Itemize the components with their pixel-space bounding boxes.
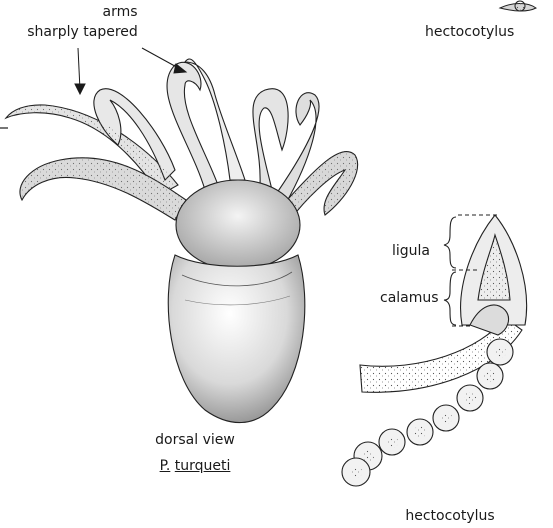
arms-label-line2: sharply tapered (0, 24, 165, 40)
ligula-label: ligula (392, 243, 430, 259)
calamus-label: calamus (380, 290, 439, 306)
arms-label-line1: arms (60, 4, 180, 20)
species-genus: P. (160, 458, 171, 474)
dorsal-view-label: dorsal view (140, 432, 250, 448)
octopus-arm-right-loop (253, 89, 288, 190)
octopus-dorsal-drawing (6, 59, 358, 423)
hectocotylus-detail-drawing (342, 215, 527, 486)
calamus-brace (444, 272, 456, 325)
octopus-head (176, 180, 300, 270)
hectocotylus-bottom-label: hectocotylus (390, 508, 510, 524)
hectocotylus-top-label: hectocotylus (425, 24, 514, 40)
ligula-brace (444, 217, 456, 268)
hectocotylus-top-drawing (500, 1, 536, 11)
octopus-mantle (168, 255, 305, 423)
species-name: turqueti (175, 458, 231, 474)
species-label: P. turqueti (140, 458, 250, 474)
